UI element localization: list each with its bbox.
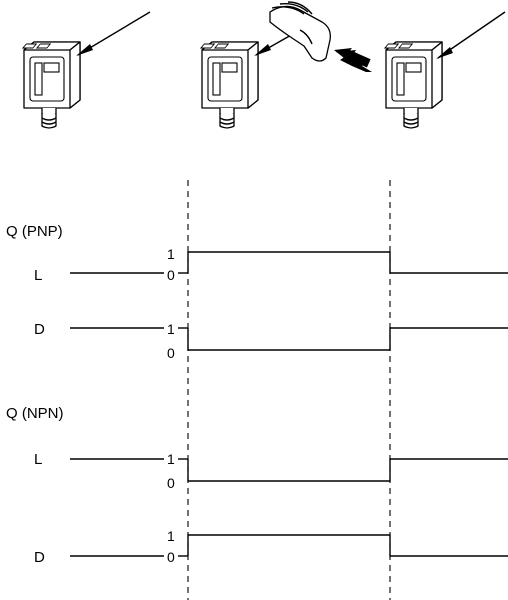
signal-label: L (34, 451, 42, 468)
signal-label: D (34, 549, 45, 566)
waveform (187, 534, 508, 557)
level-high-label: 1 (167, 451, 175, 467)
signal-pnp-d: D 1 0 (34, 321, 508, 361)
push-arrow-icon (334, 48, 372, 72)
light-beam-3-icon (436, 11, 506, 59)
light-beam-1-icon (76, 11, 151, 56)
sensor-3-icon (383, 41, 443, 129)
group-label-npn: Q (NPN) (6, 405, 64, 422)
level-low-label: 0 (167, 267, 175, 283)
hand-icon (269, 1, 331, 62)
sensor-2-icon (199, 41, 259, 129)
waveform (187, 458, 508, 482)
level-high-label: 1 (167, 528, 175, 544)
sensor-1-icon (21, 41, 81, 129)
signal-npn-d: D 1 0 (34, 528, 508, 566)
level-high-label: 1 (167, 321, 175, 337)
signal-label: D (34, 321, 45, 338)
level-high-label: 1 (167, 246, 175, 262)
signal-npn-l: L 1 0 (34, 451, 508, 491)
signal-label: L (34, 267, 42, 284)
group-label-pnp: Q (PNP) (6, 223, 63, 240)
level-low-label: 0 (167, 345, 175, 361)
waveform (187, 327, 508, 351)
waveform (187, 251, 508, 274)
signal-pnp-l: L 1 0 (34, 246, 508, 284)
level-low-label: 0 (167, 475, 175, 491)
level-low-label: 0 (167, 549, 175, 565)
